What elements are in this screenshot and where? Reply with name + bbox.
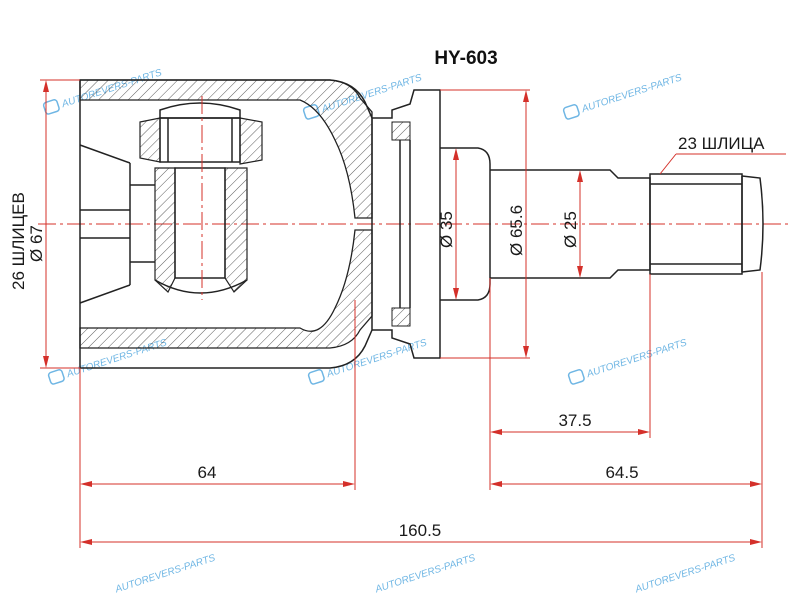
arrow-icon xyxy=(490,429,502,435)
watermark-3: AUTOREVERS-PARTS xyxy=(562,72,684,120)
arrow-icon xyxy=(490,481,502,487)
roller-body xyxy=(159,117,241,163)
watermark-9: AUTOREVERS-PARTS xyxy=(633,553,737,596)
arrow-icon xyxy=(750,539,762,545)
dimensions: 26 ШЛИЦЕВ Ø 67 Ø 35 Ø 65.6 Ø 25 23 ШЛИЦА xyxy=(9,79,786,548)
watermark-logo-icon xyxy=(42,99,60,115)
output-shaft xyxy=(490,169,764,279)
spider-right xyxy=(224,167,248,293)
flange-outline xyxy=(372,89,441,359)
left-diameter-label: Ø 67 xyxy=(27,225,46,262)
flange-seal-bottom xyxy=(391,307,411,327)
arrow-icon xyxy=(638,429,650,435)
watermark-text: AUTOREVERS-PARTS xyxy=(585,337,689,380)
len-37-5-label: 37.5 xyxy=(558,411,591,430)
arrow-icon xyxy=(453,148,459,160)
len-64-5-label: 64.5 xyxy=(605,463,638,482)
housing-inner-line xyxy=(79,144,131,164)
spider-left xyxy=(154,167,176,293)
arrow-icon xyxy=(43,356,49,368)
arrow-icon xyxy=(523,90,529,102)
d25-label: Ø 25 xyxy=(561,211,580,248)
flange-neck xyxy=(440,147,491,301)
spider-bottom xyxy=(154,279,248,294)
watermark-text: AUTOREVERS-PARTS xyxy=(580,72,684,115)
roller-ring-right xyxy=(239,117,263,165)
watermark-text: AUTOREVERS-PARTS xyxy=(113,553,217,596)
roller-top xyxy=(159,102,241,119)
watermark-logo-icon xyxy=(47,369,65,385)
arrow-icon xyxy=(43,80,49,92)
shaft-tip xyxy=(741,175,764,273)
arrow-icon xyxy=(343,481,355,487)
arrow-icon xyxy=(577,266,583,278)
part-number-title: HY-603 xyxy=(434,48,497,69)
watermark-8: AUTOREVERS-PARTS xyxy=(373,553,477,596)
arrow-icon xyxy=(577,170,583,182)
watermark-logo-icon xyxy=(567,369,585,385)
watermark-6: AUTOREVERS-PARTS xyxy=(567,337,689,385)
watermark-text: AUTOREVERS-PARTS xyxy=(373,553,477,596)
len-160-5-label: 160.5 xyxy=(399,521,442,540)
watermark-text: AUTOREVERS-PARTS xyxy=(633,553,737,596)
watermark-logo-icon xyxy=(307,369,325,385)
spider-bore xyxy=(174,167,226,279)
arrow-icon xyxy=(453,288,459,300)
right-splines-label: 23 ШЛИЦА xyxy=(678,134,765,153)
arrow-icon xyxy=(80,539,92,545)
tripod-roller xyxy=(130,96,263,300)
left-splines-label: 26 ШЛИЦЕВ xyxy=(9,192,28,290)
roller-ring-left xyxy=(139,117,161,163)
d35-label: Ø 35 xyxy=(437,211,456,248)
arrow-icon xyxy=(523,346,529,358)
housing-wall-bottom xyxy=(79,229,373,349)
flange-seal-top xyxy=(391,121,411,141)
housing-inner-line xyxy=(79,284,131,304)
len-64-label: 64 xyxy=(198,463,217,482)
leader-line xyxy=(659,153,677,175)
watermark-7: AUTOREVERS-PARTS xyxy=(113,553,217,596)
watermark-logo-icon xyxy=(562,104,580,120)
arrow-icon xyxy=(750,481,762,487)
arrow-icon xyxy=(80,481,92,487)
d656-label: Ø 65.6 xyxy=(507,205,526,256)
flange xyxy=(372,89,491,359)
